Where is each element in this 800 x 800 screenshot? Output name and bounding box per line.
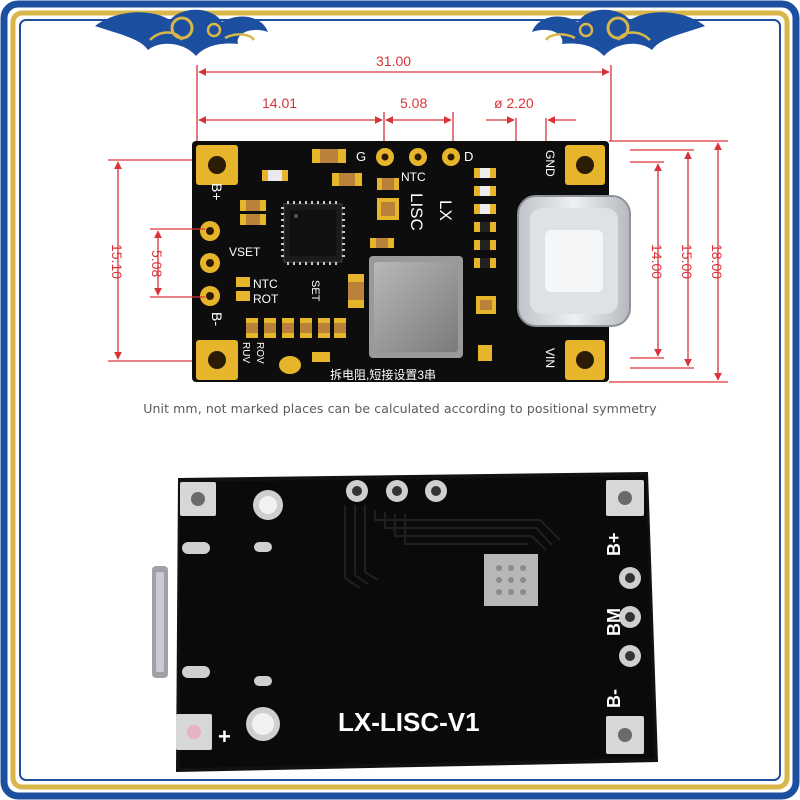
bottom-label-bm: BM bbox=[604, 608, 624, 636]
silk-lisc: LISC bbox=[407, 193, 426, 231]
bottom-board: LX-LISC-V1 + B+ BM B- bbox=[152, 472, 658, 772]
bottom-oval-pads bbox=[182, 542, 272, 686]
dim-right-inner: 14.00 bbox=[649, 244, 665, 279]
dim-left-height: 15.10 bbox=[109, 244, 125, 279]
qfn-chip bbox=[281, 201, 345, 265]
inductor bbox=[369, 256, 463, 358]
dimension-lines bbox=[108, 65, 728, 383]
bottom-traces bbox=[343, 505, 561, 589]
corner-pad-br bbox=[565, 340, 605, 380]
dimension-labels: 31.00 14.01 5.08 ø 2.20 15.10 5.08 14.00… bbox=[109, 53, 725, 279]
top-board: G D NTC LX LISC GND VIN B+ B- VSET NTC R… bbox=[192, 141, 631, 382]
bottom-label-bplus: B+ bbox=[604, 532, 624, 556]
dim-pin-pitch: 5.08 bbox=[400, 95, 427, 111]
bottom-silkscreen: LX-LISC-V1 + B+ BM B- bbox=[218, 532, 624, 749]
silkscreen: G D NTC LX LISC GND VIN B+ B- VSET NTC R… bbox=[209, 149, 557, 382]
silk-ntc: NTC bbox=[253, 277, 278, 291]
thermal-pad bbox=[484, 554, 538, 606]
bottom-model-label: LX-LISC-V1 bbox=[338, 707, 480, 737]
bottom-corner-pad-br bbox=[606, 716, 644, 754]
left-pin-pads bbox=[200, 221, 220, 306]
pad-label-d: D bbox=[464, 149, 473, 164]
pad-label-g: G bbox=[356, 149, 366, 164]
pad-label-bminus: B- bbox=[209, 312, 225, 326]
silk-vset: VSET bbox=[229, 245, 261, 259]
cloud-ornament-right bbox=[532, 9, 705, 56]
dim-right-mid: 15.00 bbox=[679, 244, 695, 279]
corner-pad-tr bbox=[565, 145, 605, 185]
silk-chinese-note: 拆电阻,短接设置3串 bbox=[330, 367, 436, 382]
silk-ruv: RUV bbox=[240, 342, 251, 363]
silk-rot: ROT bbox=[253, 292, 279, 306]
dim-right-outer: 18.00 bbox=[709, 244, 725, 279]
silk-set: SET bbox=[309, 280, 321, 302]
pad-label-vin: VIN bbox=[543, 348, 557, 368]
smd-components bbox=[236, 149, 496, 374]
bottom-corner-pad-bl bbox=[176, 714, 212, 750]
pad-label-bplus: B+ bbox=[209, 183, 225, 201]
bottom-corner-pad-tr bbox=[606, 480, 644, 516]
bottom-label-bminus: B- bbox=[604, 689, 624, 708]
bottom-corner-pad-tl bbox=[180, 482, 216, 516]
bottom-through-holes bbox=[246, 480, 641, 741]
dim-left-offset: 14.01 bbox=[262, 95, 297, 111]
top-pin-pads bbox=[376, 148, 460, 166]
dim-total-width: 31.00 bbox=[376, 53, 411, 69]
corner-pad-bl bbox=[196, 340, 238, 380]
dim-left-pitch: 5.08 bbox=[149, 250, 165, 277]
silk-rov: ROV bbox=[254, 342, 265, 364]
dim-hole-diameter: ø 2.20 bbox=[494, 95, 534, 111]
usb-c-port bbox=[517, 195, 631, 327]
silk-ntc-top: NTC bbox=[401, 170, 426, 184]
cloud-ornament-left bbox=[95, 9, 268, 56]
bottom-label-plus: + bbox=[218, 724, 231, 749]
caption: Unit mm, not marked places can be calcul… bbox=[143, 401, 657, 416]
pad-label-gnd: GND bbox=[543, 150, 557, 177]
corner-pad-tl bbox=[196, 145, 238, 185]
silk-lx: LX bbox=[436, 200, 455, 221]
